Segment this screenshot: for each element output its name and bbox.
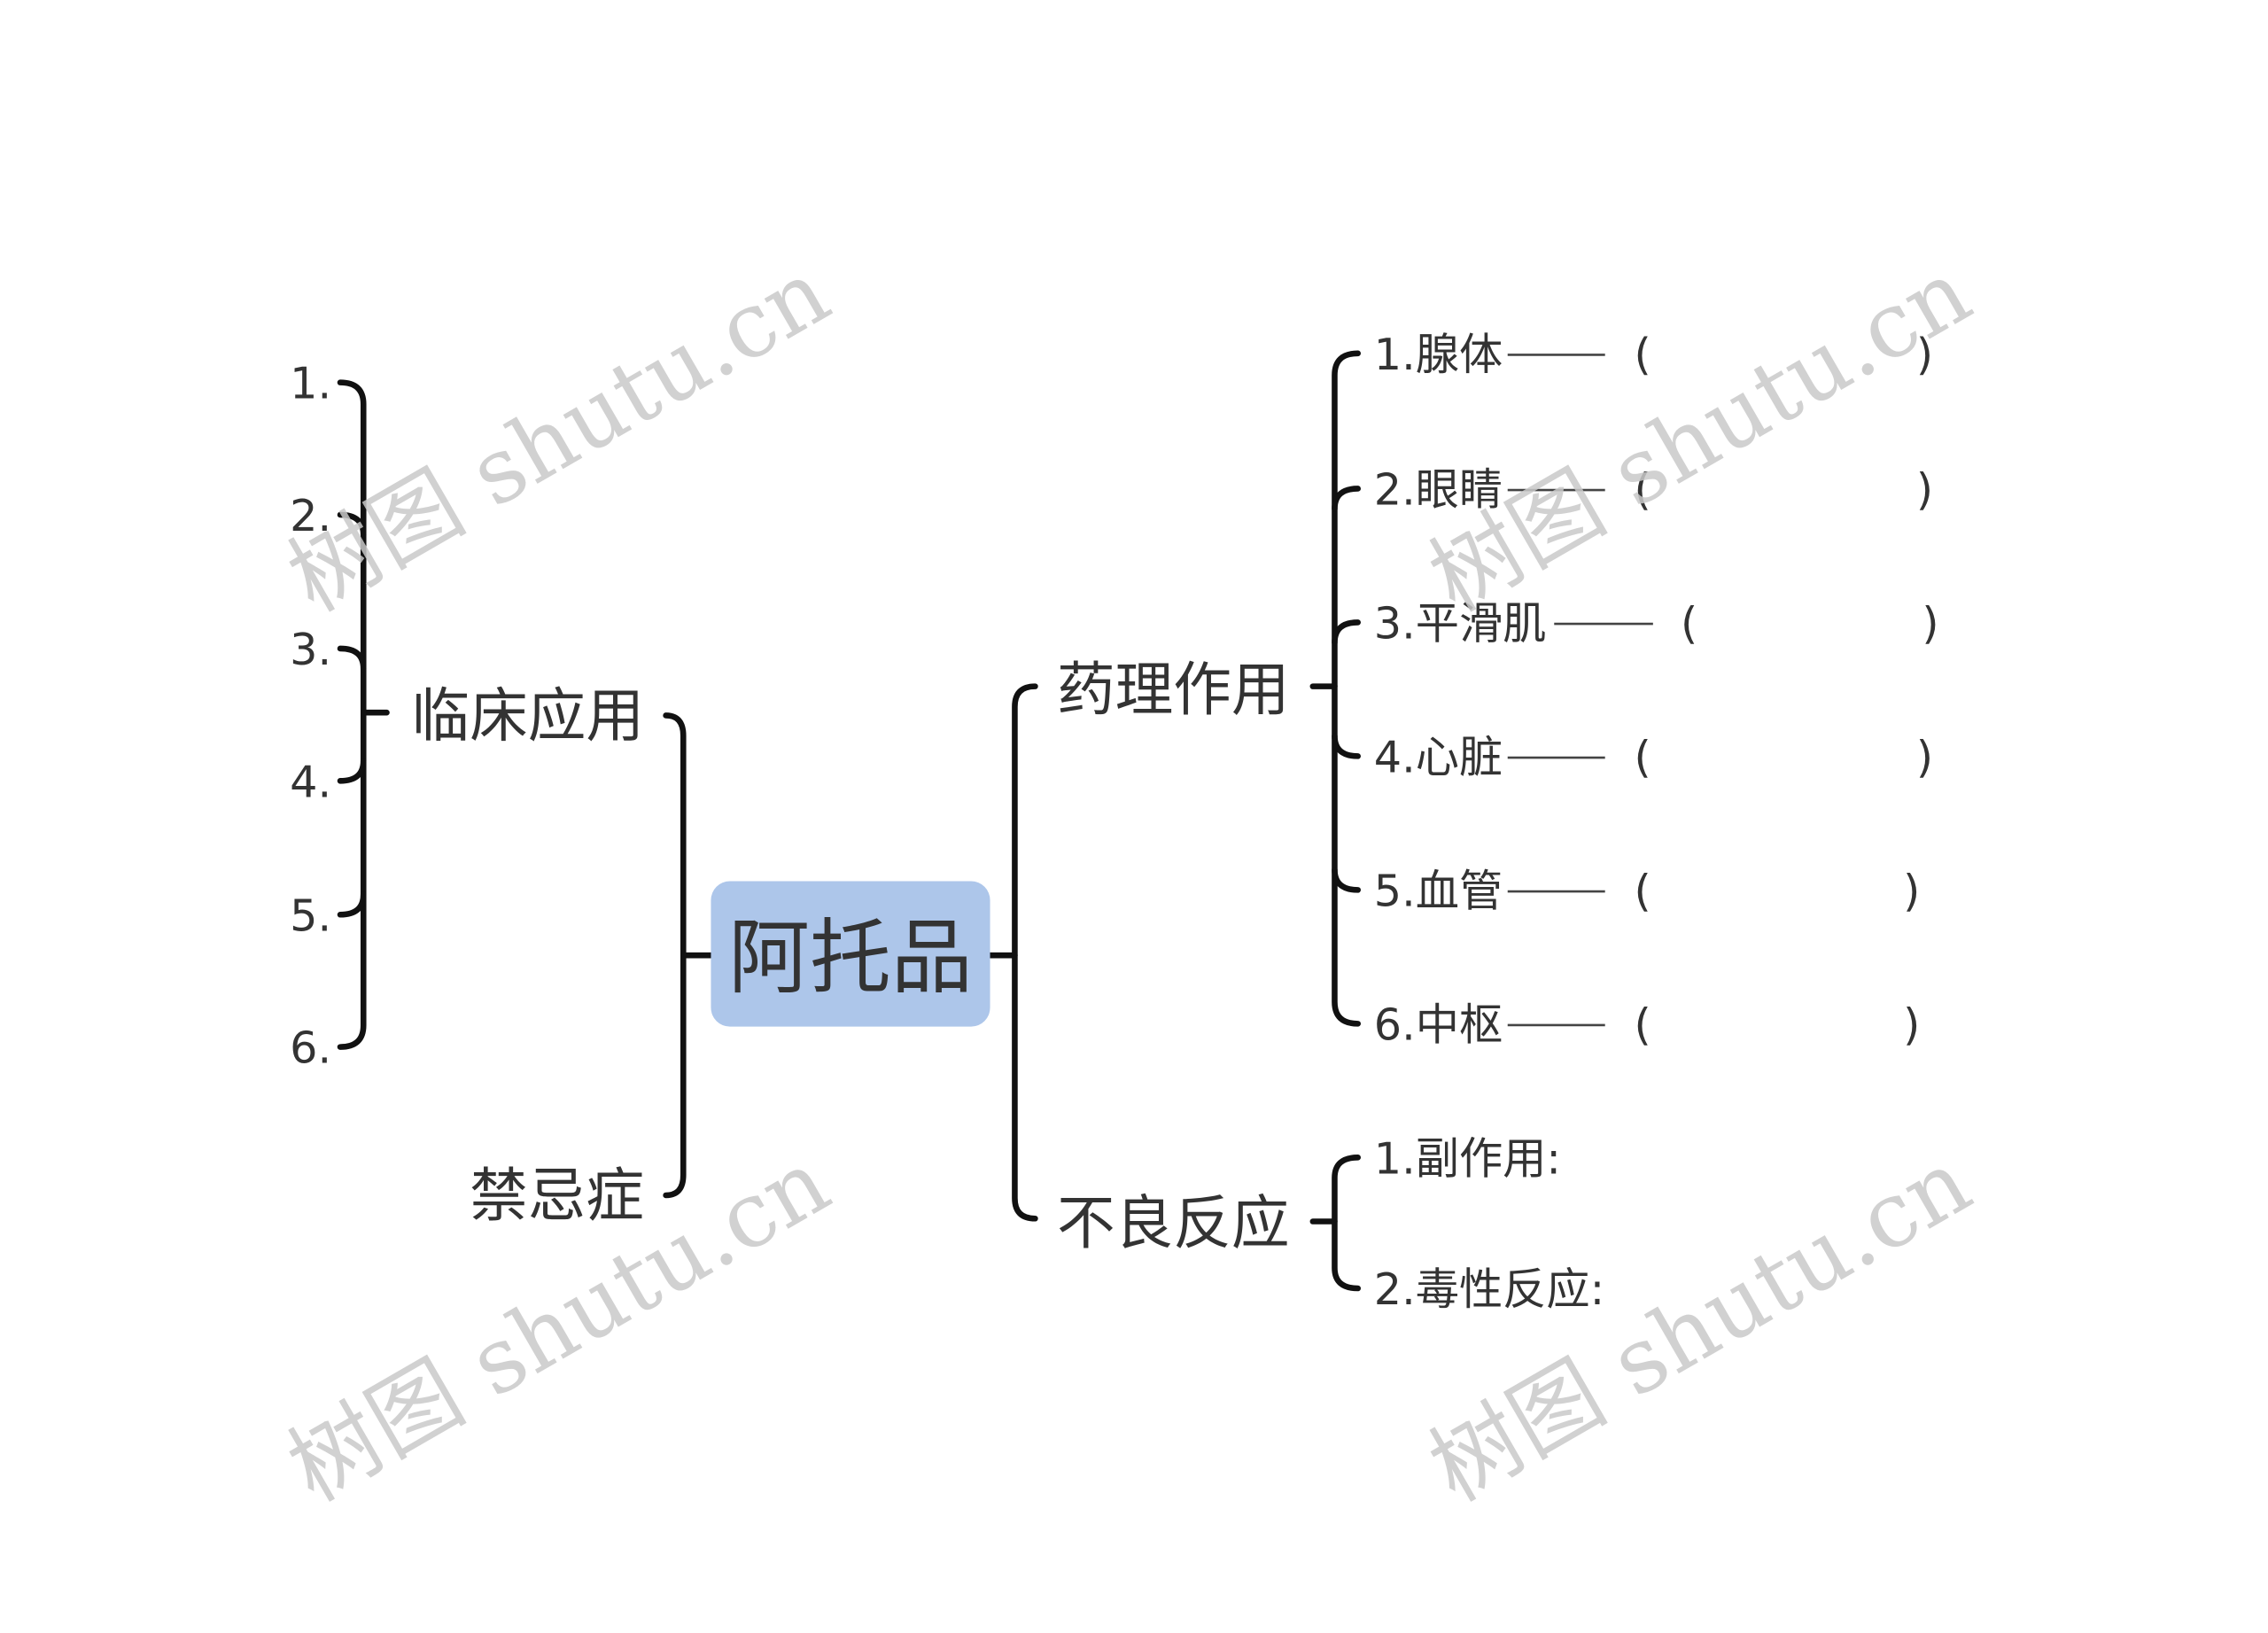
clinical-item[interactable]: 1. xyxy=(290,358,331,409)
watermark: 树图 shutu.cn xyxy=(1413,1130,1987,1521)
root-node[interactable]: 阿托品 xyxy=(711,881,990,1027)
clinical-item[interactable]: 5. xyxy=(290,890,331,941)
adverse-item[interactable]: 1.副作用: xyxy=(1374,1132,1561,1184)
node-adverse-reactions[interactable]: 不良反应 xyxy=(1057,1190,1290,1257)
item-open-paren: ( xyxy=(1635,731,1651,782)
clinical-item[interactable]: 4. xyxy=(290,756,331,807)
item-close-paren: ) xyxy=(1903,999,1920,1050)
watermarks: 树图 shutu.cn 树图 shutu.cn 树图 shutu.cn 树图 s… xyxy=(272,239,1987,1521)
pharmacology-items: 1.腺体 ( ) 2.眼睛 ( ) 3.平滑肌 ( ) 4.心脏 ( ) 5.血… xyxy=(1374,329,1939,1051)
pharmacology-item[interactable]: 1.腺体 ( ) xyxy=(1374,329,1933,380)
clinical-item[interactable]: 2. xyxy=(290,490,331,541)
adverse-items: 1.副作用: 2.毒性反应: xyxy=(1374,1132,1604,1315)
item-close-paren: ) xyxy=(1916,464,1933,516)
pharmacology-item[interactable]: 5.血管 ( ) xyxy=(1374,865,1921,916)
adverse-item[interactable]: 2.毒性反应: xyxy=(1374,1264,1604,1315)
item-label: 6.中枢 xyxy=(1374,999,1503,1050)
item-close-paren: ) xyxy=(1916,731,1933,782)
item-label: 2.眼睛 xyxy=(1374,464,1503,516)
pharmacology-item[interactable]: 2.眼睛 ( ) xyxy=(1374,464,1933,516)
node-clinical-use[interactable]: 临床应用 xyxy=(411,682,644,750)
item-close-paren: ) xyxy=(1903,865,1920,916)
watermark: 树图 shutu.cn xyxy=(272,239,846,631)
clinical-item[interactable]: 6. xyxy=(290,1023,331,1074)
node-contraindication[interactable]: 禁忌症 xyxy=(470,1163,644,1230)
item-label: 1.腺体 xyxy=(1374,329,1503,380)
item-open-paren: ( xyxy=(1635,999,1651,1050)
item-close-paren: ) xyxy=(1916,329,1933,380)
node-pharmacology[interactable]: 药理作用 xyxy=(1057,657,1290,724)
root-node-box xyxy=(711,881,990,1027)
item-open-paren: ( xyxy=(1635,865,1651,916)
connectors xyxy=(337,350,1361,1292)
clinical-item[interactable]: 3. xyxy=(290,624,331,675)
root-node-label: 阿托品 xyxy=(728,911,973,1006)
pharmacology-item[interactable]: 6.中枢 ( ) xyxy=(1374,999,1921,1050)
item-open-paren: ( xyxy=(1635,329,1651,380)
watermark: 树图 shutu.cn xyxy=(1413,239,1987,631)
item-open-paren: ( xyxy=(1635,464,1651,516)
item-label: 3.平滑肌 xyxy=(1374,597,1547,649)
item-label: 5.血管 xyxy=(1374,865,1503,916)
pharmacology-item[interactable]: 4.心脏 ( ) xyxy=(1374,731,1933,782)
item-open-paren: ( xyxy=(1681,597,1697,649)
pharmacology-item[interactable]: 3.平滑肌 ( ) xyxy=(1374,597,1939,649)
item-close-paren: ) xyxy=(1922,597,1938,649)
item-label: 4.心脏 xyxy=(1374,731,1503,782)
clinical-items: 1. 2. 3. 4. 5. 6. xyxy=(290,358,331,1074)
